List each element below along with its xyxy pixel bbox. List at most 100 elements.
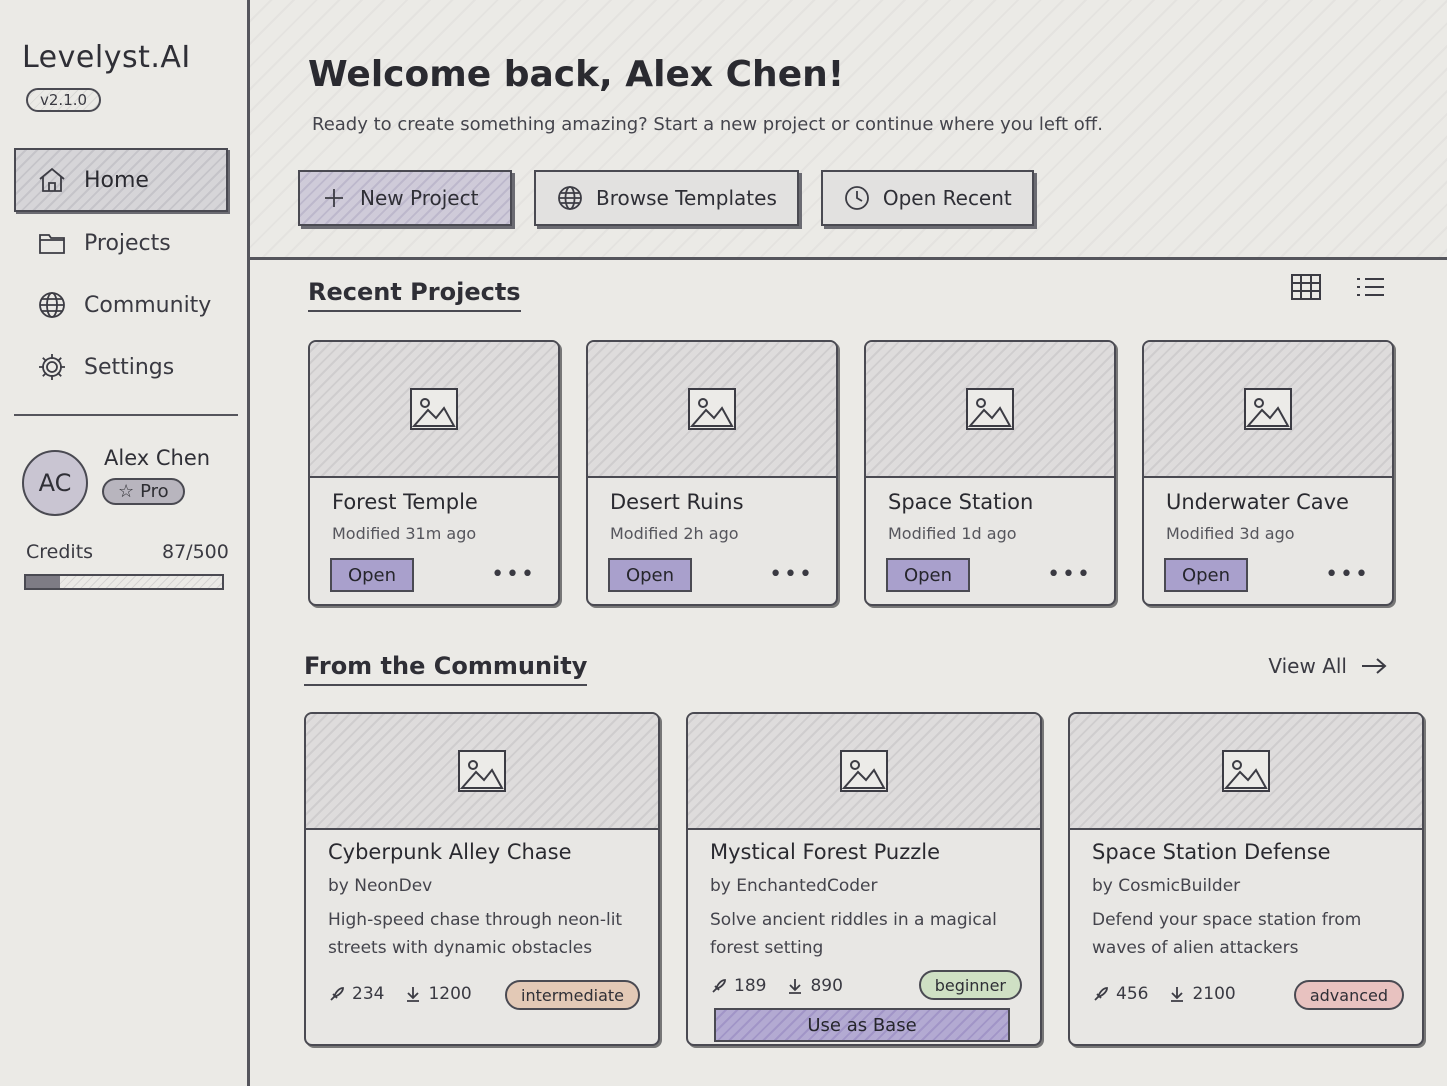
sidebar-item-settings[interactable]: Settings: [14, 336, 228, 398]
browse-templates-label: Browse Templates: [596, 186, 777, 210]
image-placeholder-icon: [410, 388, 458, 430]
sidebar-item-label: Community: [84, 292, 212, 318]
more-options-icon[interactable]: •••: [491, 562, 536, 587]
project-card-forest-temple[interactable]: Forest Temple Modified 31m ago Open •••: [308, 340, 560, 606]
community-card-space-station-defense[interactable]: Space Station Defense by CosmicBuilder D…: [1068, 712, 1424, 1046]
project-thumbnail: [866, 342, 1114, 478]
project-card-underwater-cave[interactable]: Underwater Cave Modified 3d ago Open •••: [1142, 340, 1394, 606]
new-project-button[interactable]: New Project: [298, 170, 512, 226]
image-placeholder-icon: [1244, 388, 1292, 430]
sidebar-item-home[interactable]: Home: [14, 148, 228, 212]
downloads-count: 1200: [428, 984, 472, 1004]
community-card-title: Mystical Forest Puzzle: [710, 840, 941, 864]
community-card-cyberpunk-alley-chase[interactable]: Cyberpunk Alley Chase by NeonDev High-sp…: [304, 712, 660, 1046]
view-all-link[interactable]: View All: [1268, 654, 1389, 678]
project-title: Underwater Cave: [1166, 490, 1349, 514]
use-as-base-button[interactable]: Use as Base: [714, 1008, 1010, 1042]
project-modified: Modified 1d ago: [888, 524, 1017, 543]
downloads-count: 890: [810, 976, 843, 996]
open-project-button[interactable]: Open: [1164, 558, 1248, 592]
open-project-button[interactable]: Open: [608, 558, 692, 592]
globe-icon: [558, 186, 582, 210]
community-thumbnail: [306, 714, 658, 830]
sidebar-divider: [14, 414, 238, 416]
globe-icon: [39, 292, 65, 318]
plan-badge: ☆ Pro: [102, 478, 185, 505]
community-card-stats: 234 1200: [328, 984, 472, 1004]
community-card-description: High-speed chase through neon-lit street…: [328, 910, 623, 958]
plan-label: Pro: [140, 481, 169, 502]
project-card-desert-ruins[interactable]: Desert Ruins Modified 2h ago Open •••: [586, 340, 838, 606]
folder-icon: [39, 234, 65, 254]
grid-view-icon[interactable]: [1289, 272, 1323, 302]
list-view-icon[interactable]: [1353, 272, 1387, 302]
project-title: Desert Ruins: [610, 490, 744, 514]
rocket-icon: [330, 987, 344, 1001]
open-project-button[interactable]: Open: [886, 558, 970, 592]
community-card-mystical-forest-puzzle[interactable]: Mystical Forest Puzzle by EnchantedCoder…: [686, 712, 1042, 1046]
project-thumbnail: [1144, 342, 1392, 478]
sidebar-item-label: Home: [84, 167, 149, 193]
likes-count: 456: [1116, 984, 1149, 1004]
recent-projects-title: Recent Projects: [308, 278, 521, 312]
credits-progress-fill: [26, 576, 61, 588]
browse-templates-button[interactable]: Browse Templates: [534, 170, 799, 226]
quick-actions: New Project Browse Templates Open Recent: [298, 170, 1034, 226]
image-placeholder-icon: [458, 750, 506, 792]
community-title: From the Community: [304, 652, 588, 686]
project-thumbnail: [310, 342, 558, 478]
user-name: Alex Chen: [104, 446, 211, 470]
project-modified: Modified 31m ago: [332, 524, 477, 543]
community-card-stats: 456 2100: [1092, 984, 1236, 1004]
community-card-title: Space Station Defense: [1092, 840, 1331, 864]
community-card-title: Cyberpunk Alley Chase: [328, 840, 572, 864]
star-icon: ☆: [118, 481, 135, 502]
welcome-hero: Welcome back, Alex Chen! Ready to create…: [250, 0, 1447, 260]
new-project-label: New Project: [360, 186, 479, 210]
image-placeholder-icon: [1222, 750, 1270, 792]
project-card-space-station[interactable]: Space Station Modified 1d ago Open •••: [864, 340, 1116, 606]
sidebar-item-community[interactable]: Community: [14, 274, 228, 336]
clock-icon: [844, 186, 869, 210]
sidebar-nav: Home Projects Community Settings: [14, 148, 228, 398]
community-thumbnail: [688, 714, 1040, 830]
community-card-description: Solve ancient riddles in a magical fores…: [710, 910, 997, 958]
credits-progress-bar: [24, 574, 224, 590]
difficulty-badge: beginner: [918, 970, 1022, 1000]
difficulty-badge: advanced: [1293, 980, 1404, 1010]
image-placeholder-icon: [966, 388, 1014, 430]
likes-stat: 456: [1092, 984, 1148, 1004]
community-card-author: by NeonDev: [328, 876, 433, 896]
downloads-stat: 890: [786, 976, 843, 996]
project-thumbnail: [588, 342, 836, 478]
difficulty-badge: intermediate: [505, 980, 640, 1010]
arrow-right-icon: [1362, 658, 1387, 674]
community-grid: Cyberpunk Alley Chase by NeonDev High-sp…: [304, 712, 1424, 1046]
more-options-icon[interactable]: •••: [1325, 562, 1370, 587]
more-options-icon[interactable]: •••: [769, 562, 814, 587]
downloads-count: 2100: [1192, 984, 1236, 1004]
download-icon: [789, 979, 802, 994]
view-toggle: [1289, 272, 1387, 302]
open-project-button[interactable]: Open: [330, 558, 414, 592]
sidebar-item-projects[interactable]: Projects: [14, 212, 228, 274]
user-profile[interactable]: AC Alex Chen ☆ Pro: [22, 444, 238, 524]
likes-count: 234: [352, 984, 385, 1004]
plus-icon: [325, 189, 343, 207]
sidebar-item-label: Projects: [84, 230, 171, 256]
gear-icon: [39, 354, 65, 380]
credits-label: Credits: [26, 541, 94, 563]
project-modified: Modified 2h ago: [610, 524, 739, 543]
open-recent-button[interactable]: Open Recent: [820, 170, 1034, 226]
avatar: AC: [22, 450, 88, 516]
view-all-label: View All: [1268, 654, 1347, 678]
home-icon: [39, 167, 65, 192]
credits-value: 87/500: [162, 541, 229, 563]
recent-projects-grid: Forest Temple Modified 31m ago Open ••• …: [308, 340, 1394, 606]
version-badge: v2.1.0: [26, 88, 102, 112]
community-card-stats: 189 890: [710, 976, 843, 996]
project-title: Space Station: [888, 490, 1034, 514]
more-options-icon[interactable]: •••: [1047, 562, 1092, 587]
community-card-author: by CosmicBuilder: [1092, 876, 1241, 896]
